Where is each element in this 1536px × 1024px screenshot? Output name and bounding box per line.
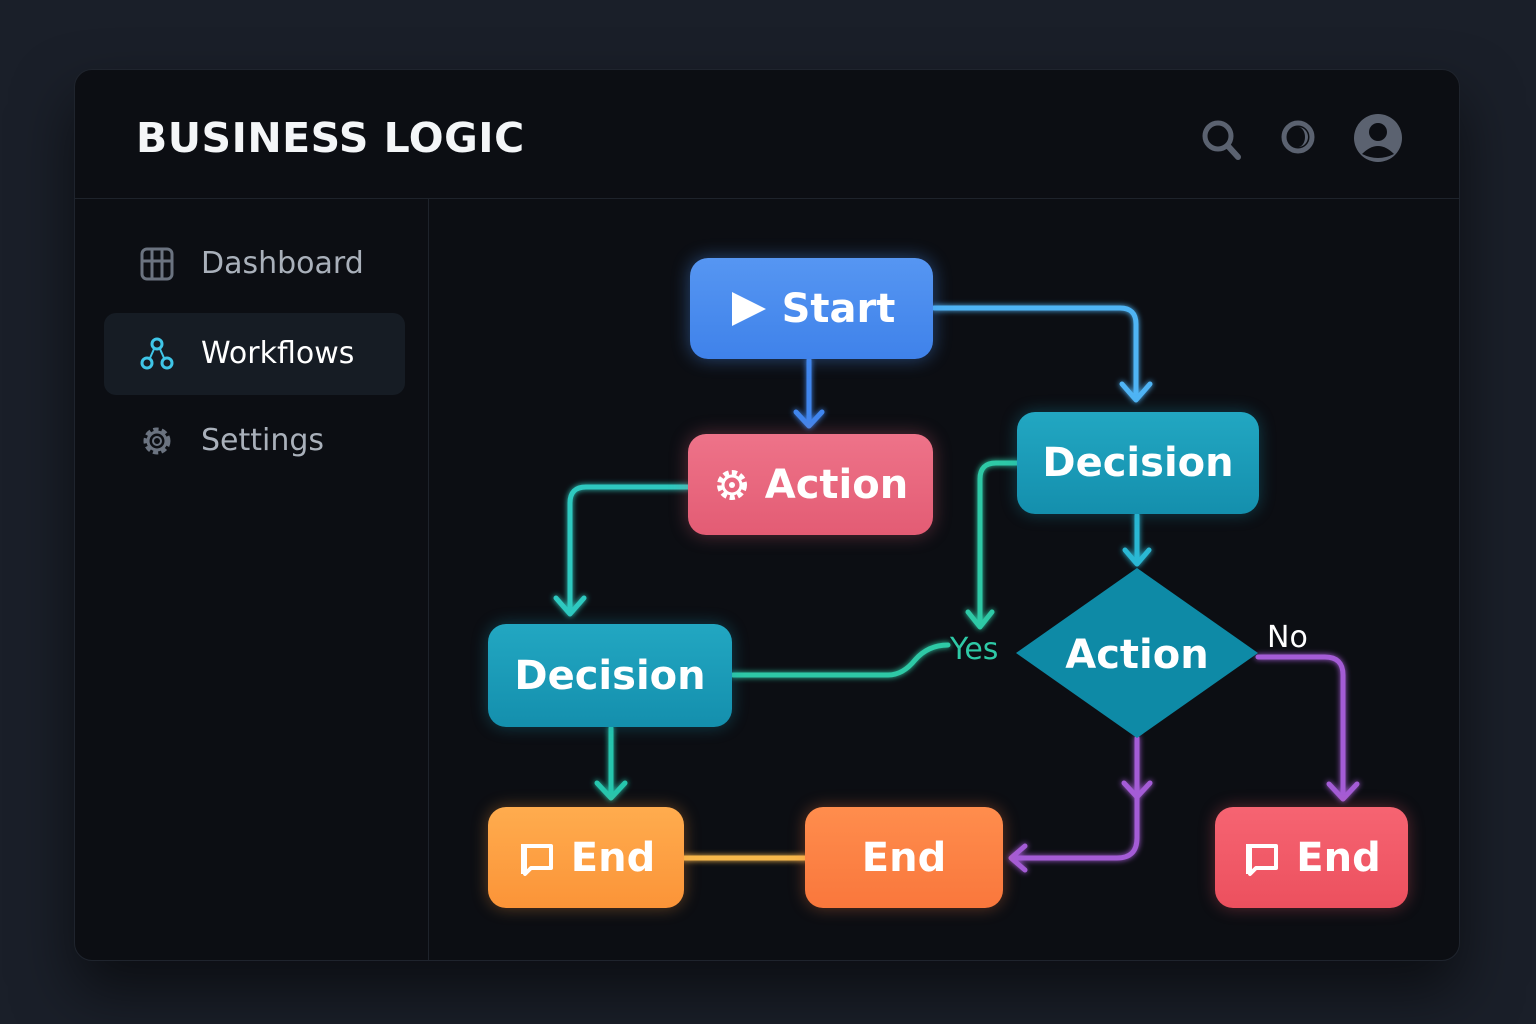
play-icon — [728, 289, 768, 329]
app-window: BUSINESS LOGIC — [74, 69, 1460, 961]
node-label: Action — [764, 461, 909, 508]
decision-node[interactable]: Decision — [488, 624, 732, 727]
sidebar-item-dashboard[interactable]: Dashboard — [104, 223, 405, 305]
start-node[interactable]: Start — [690, 258, 933, 359]
node-label: End — [1296, 834, 1381, 881]
node-label: End — [861, 834, 947, 881]
edge-label-yes: Yes — [950, 632, 999, 667]
dashboard-grid-icon — [138, 245, 176, 283]
action-node[interactable]: Action — [688, 434, 933, 535]
workflow-nodes-icon — [138, 335, 176, 373]
decision-node[interactable]: Decision — [1017, 412, 1259, 514]
gear-icon — [713, 466, 751, 504]
node-label: Start — [781, 285, 896, 332]
theme-toggle-icon[interactable] — [1274, 114, 1324, 164]
sidebar-item-label: Settings — [201, 423, 325, 458]
sidebar-item-settings[interactable]: Settings — [104, 400, 405, 482]
sidebar-item-label: Dashboard — [201, 246, 364, 281]
search-icon[interactable] — [1197, 114, 1247, 164]
end-node[interactable]: End — [488, 807, 684, 908]
node-label: End — [570, 834, 656, 881]
end-node[interactable]: End — [1215, 807, 1408, 908]
edge-label-no: No — [1267, 620, 1308, 655]
end-node[interactable]: End — [805, 807, 1003, 908]
header-bar: BUSINESS LOGIC — [75, 70, 1459, 199]
sidebar: Dashboard Workflows — [75, 199, 429, 960]
app-title: BUSINESS LOGIC — [136, 114, 525, 162]
flag-icon — [1242, 838, 1282, 878]
node-label: Decision — [1042, 440, 1234, 486]
sidebar-item-label: Workflows — [201, 336, 355, 371]
flag-icon — [517, 838, 557, 878]
node-label: Decision — [514, 652, 706, 699]
gear-icon — [138, 422, 176, 460]
user-avatar-icon[interactable] — [1352, 112, 1404, 164]
sidebar-item-workflows[interactable]: Workflows — [104, 313, 405, 395]
node-label: Action — [1065, 632, 1209, 678]
action-diamond-node[interactable]: Action — [1040, 610, 1234, 700]
